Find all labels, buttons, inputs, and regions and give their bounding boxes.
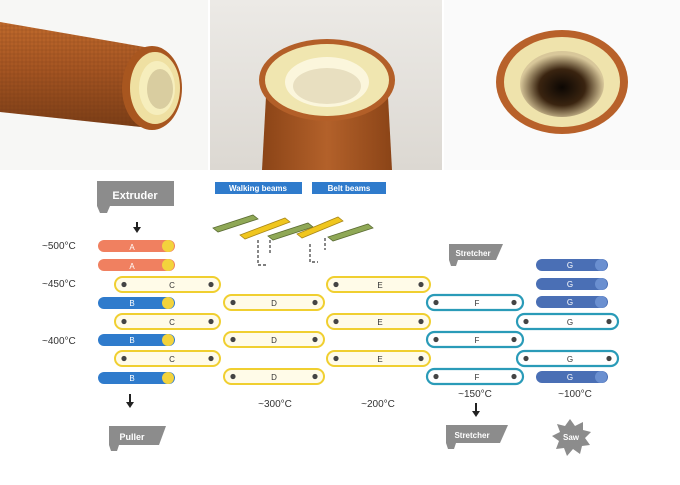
- puller-label: Puller: [119, 432, 145, 442]
- svg-text:B: B: [129, 336, 134, 345]
- station-d-2: D: [223, 331, 325, 348]
- station-a-2: A: [98, 259, 175, 271]
- svg-text:C: C: [169, 318, 175, 327]
- station-c-1: C: [114, 276, 221, 293]
- svg-text:F: F: [475, 299, 480, 308]
- arrow-down-icon: [126, 394, 134, 408]
- station-e-1: E: [326, 276, 431, 293]
- process-diagram: Extruder Walking beams Belt beams ~500°C…: [42, 181, 620, 456]
- station-f-2: F: [425, 330, 525, 349]
- svg-text:G: G: [567, 261, 573, 270]
- extruder-label: Extruder: [112, 190, 158, 202]
- svg-text:G: G: [567, 298, 573, 307]
- saw-label: Saw: [563, 433, 580, 442]
- svg-text:F: F: [475, 373, 480, 382]
- station-e-2: E: [326, 313, 431, 330]
- belt-beams-legend: Belt beams: [312, 182, 386, 194]
- svg-text:A: A: [129, 262, 135, 271]
- temp-500: ~500°C: [42, 241, 76, 252]
- svg-text:C: C: [169, 281, 175, 290]
- svg-text:A: A: [129, 243, 135, 252]
- svg-text:B: B: [129, 299, 134, 308]
- station-g-rod-3: G: [536, 296, 608, 308]
- temp-150: ~150°C: [458, 389, 492, 400]
- tube-photo-end: [210, 0, 442, 170]
- saw-icon: Saw: [552, 419, 591, 456]
- svg-text:D: D: [271, 336, 277, 345]
- svg-text:G: G: [567, 355, 573, 364]
- station-g-belt-1: G: [515, 312, 620, 331]
- belt-beams-label: Belt beams: [328, 184, 371, 193]
- stretcher-bottom-label: Stretcher: [454, 431, 489, 440]
- station-d-1: D: [223, 294, 325, 311]
- station-c-2: C: [114, 313, 221, 330]
- stretcher-top-block: Stretcher: [449, 244, 503, 266]
- temp-100: ~100°C: [558, 389, 592, 400]
- station-a-1: A: [98, 240, 175, 252]
- walking-beams-label: Walking beams: [229, 184, 287, 193]
- station-g-rod-1: G: [536, 259, 608, 271]
- temp-450: ~450°C: [42, 279, 76, 290]
- station-d-3: D: [223, 368, 325, 385]
- svg-text:F: F: [475, 336, 480, 345]
- arrow-down-icon: [133, 222, 141, 233]
- station-e-3: E: [326, 350, 431, 367]
- station-g-rod-2: G: [536, 278, 608, 290]
- svg-text:G: G: [567, 318, 573, 327]
- station-f-1: F: [425, 293, 525, 312]
- station-f-3: F: [425, 367, 525, 386]
- svg-text:C: C: [169, 355, 175, 364]
- svg-text:E: E: [377, 318, 382, 327]
- temp-200: ~200°C: [361, 399, 395, 410]
- station-b-3: B: [98, 372, 175, 384]
- svg-text:D: D: [271, 299, 277, 308]
- svg-text:E: E: [377, 281, 382, 290]
- svg-text:D: D: [271, 373, 277, 382]
- stretcher-bottom-block: Stretcher: [446, 425, 508, 449]
- svg-text:G: G: [567, 373, 573, 382]
- station-b-1: B: [98, 297, 175, 309]
- arrow-down-icon: [472, 403, 480, 417]
- tube-photo-bore: [444, 0, 680, 170]
- puller-block: Puller: [109, 426, 166, 451]
- svg-text:G: G: [567, 280, 573, 289]
- svg-text:E: E: [377, 355, 382, 364]
- temp-400: ~400°C: [42, 336, 76, 347]
- temp-300: ~300°C: [258, 399, 292, 410]
- stretcher-top-label: Stretcher: [455, 249, 490, 258]
- station-g-belt-2: G: [515, 349, 620, 368]
- station-b-2: B: [98, 334, 175, 346]
- extruder-block: Extruder: [97, 181, 174, 213]
- beam-illustration: [212, 214, 374, 266]
- station-c-3: C: [114, 350, 221, 367]
- walking-beams-legend: Walking beams: [215, 182, 302, 194]
- station-g-rod-4: G: [536, 371, 608, 383]
- svg-text:B: B: [129, 374, 134, 383]
- tube-photo-side: [0, 0, 208, 170]
